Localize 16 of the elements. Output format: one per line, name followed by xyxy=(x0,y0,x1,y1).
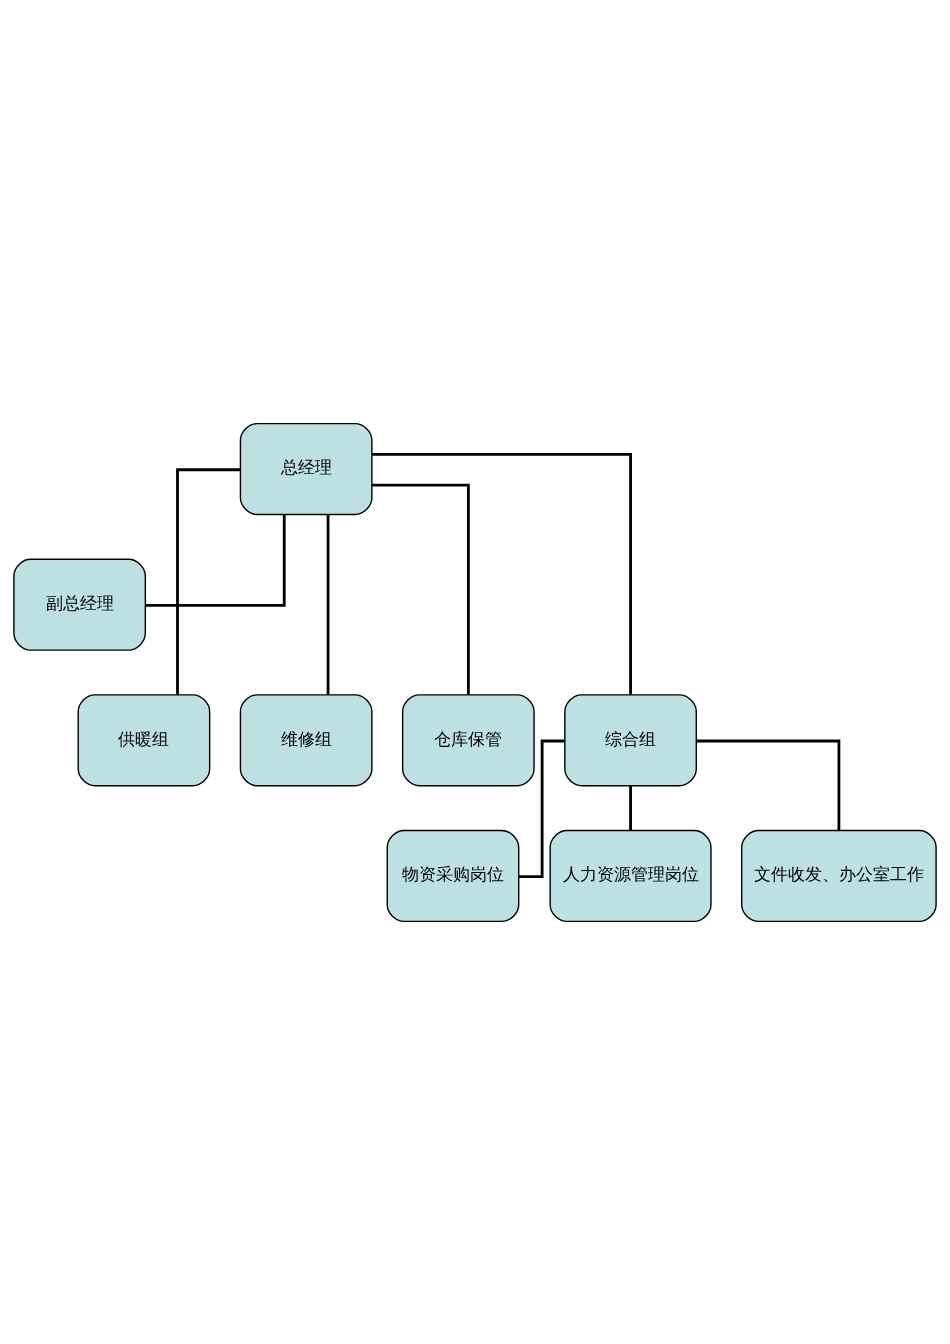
node-box: 维修组 xyxy=(239,693,373,786)
connector xyxy=(372,483,470,695)
node-box: 综合组 xyxy=(564,693,697,786)
connector xyxy=(176,467,241,694)
node-box: 文件收发、办公室工作 xyxy=(741,829,937,922)
node-box: 物资采购岗位 xyxy=(386,829,520,922)
node-box: 副总经理 xyxy=(13,558,147,651)
node-box: 总经理 xyxy=(239,422,373,515)
connector xyxy=(372,452,632,694)
connector xyxy=(326,514,330,694)
connector xyxy=(145,514,286,607)
node-box: 供暖组 xyxy=(77,693,211,786)
node-box: 人力资源管理岗位 xyxy=(549,829,712,922)
node-box: 仓库保管 xyxy=(401,693,535,786)
connector xyxy=(629,785,632,830)
connector xyxy=(696,739,841,830)
